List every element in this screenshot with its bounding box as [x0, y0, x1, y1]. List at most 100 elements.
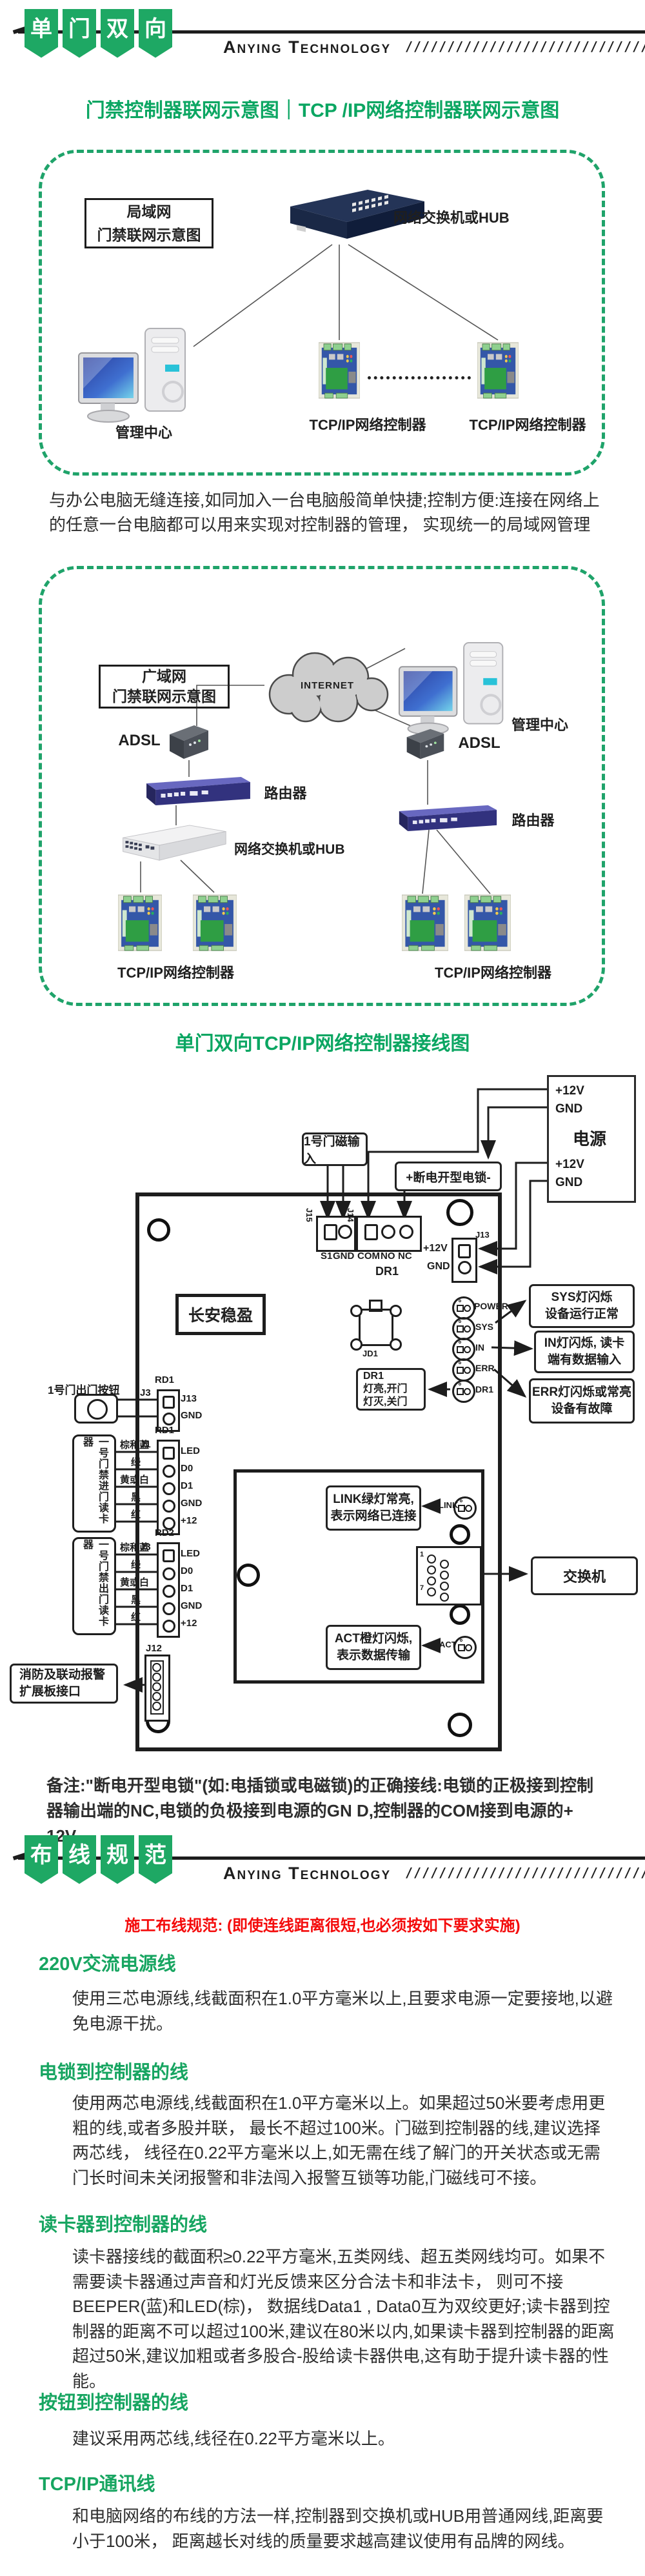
link-led-icon	[453, 1496, 477, 1520]
wire-color-black: 黑	[131, 1595, 141, 1605]
entry-reader-box: 一号门禁进门读卡器	[72, 1434, 116, 1533]
decorative-slashes: //////////////////////////////	[405, 39, 645, 54]
j14-label: J14	[346, 1208, 355, 1222]
lan-diagram: 局域网 门禁联网示意图 网络交换机或HUB	[39, 150, 605, 476]
power-pin-gnd-bottom: GND	[555, 1176, 583, 1189]
adsl-left-image	[164, 724, 213, 760]
switch-target-box: 交换机	[531, 1556, 638, 1595]
sys-led-icon	[452, 1317, 475, 1340]
ribbon-badge: 向	[139, 9, 172, 58]
pin-d1	[163, 1585, 175, 1598]
section-header: 布 线 规 范 Anying Technology //////////////…	[0, 1826, 645, 1897]
mounting-hole	[448, 1713, 472, 1737]
j12-connector	[144, 1655, 170, 1722]
jd1-label: JD1	[362, 1349, 378, 1358]
ribbon-badge: 布	[25, 1835, 58, 1884]
wan-controller4-image	[464, 894, 511, 952]
in-info-line2: 端有数据输入	[547, 1353, 621, 1367]
mounting-hole	[450, 1604, 470, 1625]
page-header: 单 门 双 向 Anying Technology //////////////…	[0, 0, 645, 71]
act-info-box: ACT橙灯闪烁, 表示数据传输	[326, 1625, 421, 1670]
pin-led	[163, 1447, 175, 1460]
fire-alarm-line2: 扩展板接口	[19, 1685, 81, 1698]
ribbon-badge: 门	[63, 9, 96, 58]
jd1-pad	[350, 1305, 362, 1317]
controller-board-image	[464, 894, 511, 951]
rj45-connector: 1 7	[416, 1546, 482, 1605]
j13-12v-label: +12V	[423, 1243, 448, 1254]
wire-color-red: 红	[131, 1509, 141, 1520]
power-supply-label: 电源	[572, 1129, 606, 1149]
lan-dotted-line	[368, 376, 471, 379]
j13-label: J13	[475, 1230, 490, 1240]
mounting-hole	[237, 1564, 260, 1587]
wan-controller2-image	[192, 894, 237, 952]
wan-controller1-image	[117, 894, 163, 952]
wan-label-line2: 门禁联网示意图	[112, 688, 216, 705]
network-switch-image	[290, 190, 424, 239]
page-title: 门禁控制器联网示意图｜TCP /IP网络控制器联网示意图	[85, 100, 560, 121]
section-body-button: 建议采用两芯线,线径在0.22平方毫米以上。	[72, 2429, 395, 2448]
pin-gnd	[458, 1261, 471, 1274]
jd1-pad	[390, 1338, 402, 1351]
r1-pin-led: LED	[181, 1445, 200, 1456]
sys-info-line1: SYS灯闪烁	[551, 1291, 613, 1304]
lan-label-line2: 门禁联网示意图	[97, 226, 201, 243]
pin-d1	[163, 1482, 175, 1495]
err-info-line1: ERR灯闪烁或常亮	[531, 1385, 632, 1399]
header-rule	[18, 30, 645, 34]
computer-image	[78, 328, 186, 423]
pin-12	[163, 1620, 175, 1633]
r2-pin-d0: D0	[181, 1565, 194, 1576]
in-led-label: IN	[475, 1342, 484, 1353]
internet-cloud-image	[268, 652, 389, 723]
ribbon-badge: 线	[63, 1835, 96, 1884]
link-led-label: LINK	[439, 1500, 459, 1510]
section-heading-button: 按钮到控制器的线	[39, 2393, 189, 2413]
button-connector	[157, 1389, 180, 1432]
wan-switch-label: 网络交换机或HUB	[234, 842, 345, 857]
wan-switch-image	[114, 815, 230, 863]
construction-rule-note: 施工布线规范: (即使连线距离很短,也必须按如下要求实施)	[124, 1917, 521, 1935]
pin-12v	[458, 1244, 471, 1258]
computer-image	[398, 641, 504, 736]
power-pin-12v-top: +12V	[555, 1084, 584, 1098]
exit-reader-box: 一号门禁出门读卡器	[72, 1537, 116, 1635]
power-led-icon	[452, 1296, 475, 1320]
controller-board-image	[192, 894, 237, 951]
j3-button-label: J3	[140, 1387, 151, 1398]
err-info-line2: 设备有故障	[551, 1402, 613, 1416]
jd1-pad	[390, 1305, 402, 1317]
dr1-info-line3: 灯灭,关门	[363, 1396, 408, 1407]
j13-gnd-label: GND	[427, 1261, 450, 1272]
rd1-connector-label: RD1	[155, 1425, 175, 1436]
pin-gnd	[163, 1602, 175, 1615]
lan-switch-label: 网络交换机或HUB	[393, 210, 510, 226]
power-led-label: POWER	[474, 1301, 508, 1311]
dr1-info-line1: DR1	[363, 1371, 384, 1382]
j14-com-label: COM	[357, 1251, 380, 1262]
link-info-box: LINK绿灯常亮, 表示网络已连接	[326, 1485, 421, 1531]
door-sensor-label: 1号门磁输入	[304, 1135, 360, 1166]
wan-ctrl-right-label: TCP/IP网络控制器	[435, 965, 551, 981]
reader1-connector	[157, 1440, 180, 1535]
electric-lock-label: +断电开型电锁-	[406, 1171, 491, 1185]
pin-12	[163, 1517, 175, 1530]
r1-pin-gnd: GND	[181, 1498, 203, 1509]
jd1-switch-tab	[369, 1300, 382, 1312]
mounting-hole	[147, 1218, 170, 1242]
power-supply-box: +12V GND 电源 +12V GND	[547, 1075, 636, 1203]
wiring-note: 备注:"断电开型电锁"(如:电插锁或电磁锁)的正确接线:电锁的正极接到控制器输出…	[46, 1776, 593, 1846]
dr1-led-label: DR1	[475, 1384, 494, 1394]
button-pin1-label: J13	[181, 1393, 197, 1404]
lan-description: 与办公电脑无缝连接,如同加入一台电脑般简单快捷;控制方便:连接在网络上的任意一台…	[49, 490, 600, 534]
internet-label: INTERNET	[301, 680, 354, 691]
j1-label: J1	[140, 1439, 151, 1450]
wire-color-green: 绿	[131, 1457, 141, 1468]
j15-s1-label: S1	[321, 1251, 333, 1262]
wire-color-yellowwhite: 黄或白	[120, 1577, 150, 1588]
r1-pin-d0: D0	[181, 1463, 194, 1474]
r1-pin-12: +12	[181, 1515, 197, 1526]
ribbon-badges: 布 线 规 范	[25, 1835, 172, 1888]
j13-connector	[452, 1238, 477, 1283]
